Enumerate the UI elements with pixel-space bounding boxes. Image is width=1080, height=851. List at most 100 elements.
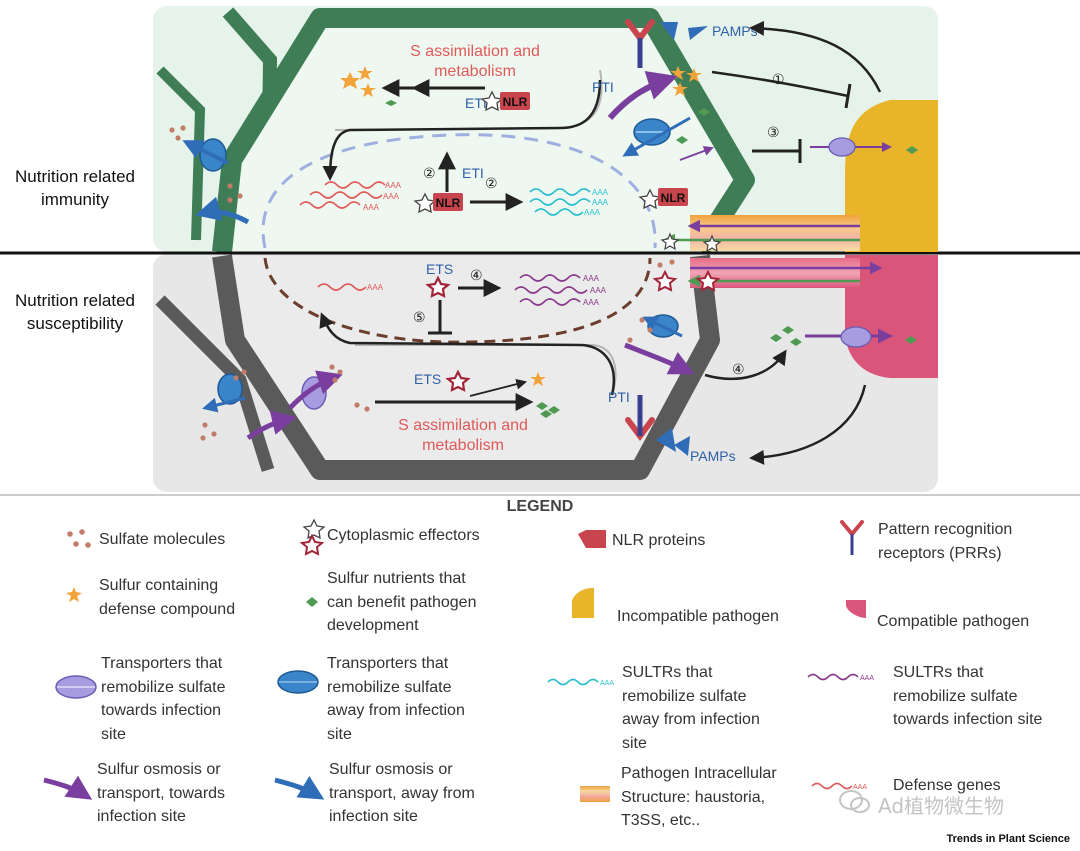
side-label-susceptibility: Nutrition related susceptibility	[14, 291, 135, 333]
cytoplasmic-effector-star-top	[480, 90, 504, 112]
defense-compound-cluster-top-left	[340, 66, 376, 97]
pamps-arrow-bottom	[749, 384, 867, 465]
pamps-label-top: PAMPs	[712, 23, 758, 39]
pti-label-top: PTI	[592, 79, 614, 95]
aaa-defense-top-2: AAA	[383, 192, 400, 201]
legend-text-cytoplasmic: Cytoplasmic effectors	[327, 527, 480, 544]
osmosis-towards-arrow-top	[607, 70, 678, 120]
aaa-sultr-bottom-1: AAA	[583, 274, 600, 283]
legend-text-transport-towards: Transporters that remobilize sulfate tow…	[101, 655, 226, 743]
cell-wall-bottom	[212, 254, 720, 480]
cytoplasmic-effector-red-center	[425, 275, 451, 298]
legend-icon-osmosis-towards	[43, 775, 93, 800]
nucleus-bottom-dashed	[263, 257, 652, 344]
legend-text-sulfate: Sulfate molecules	[99, 531, 226, 548]
nutrient-top-right-1	[698, 108, 710, 116]
cytoplasmic-effector-structure-2	[702, 234, 722, 253]
sulfate-molecules-top-left	[169, 125, 243, 203]
pti-label-bottom: PTI	[608, 389, 630, 405]
ets-label-center: ETS	[426, 261, 453, 277]
legend-icon-defense-genes: AAA	[811, 782, 867, 791]
sulfate-bottom-left	[200, 364, 343, 441]
legend-text-osmosis-away: Sulfur osmosis or transport, away from i…	[329, 761, 475, 825]
aaa-defense-top-1: AAA	[385, 181, 402, 190]
legend-title: LEGEND	[506, 498, 574, 515]
nutrients-bottom-center	[536, 402, 560, 418]
aaa-sultr-bottom-2: AAA	[590, 286, 607, 295]
step-5: ⑤	[413, 310, 426, 326]
watermark-text: Ad植物微生物	[878, 794, 1005, 818]
nlr-protein-center	[433, 193, 463, 211]
legend-icon-transport-towards	[55, 675, 97, 699]
nutrient-top-left	[385, 100, 397, 106]
inhibit-line-step1	[711, 70, 849, 98]
pamps-arrow-top	[749, 20, 882, 93]
sulfate-bottom-right	[627, 259, 675, 343]
aaa-defense-top-3: AAA	[363, 203, 380, 212]
intracellular-structure-bottom	[690, 258, 860, 288]
cytoplasmic-effector-red-bottom	[445, 369, 471, 392]
step-4-right: ④	[732, 362, 745, 378]
pamps-label-bottom: PAMPs	[690, 448, 736, 464]
left-cell-top-wall-inner	[156, 66, 206, 241]
step-3: ③	[767, 125, 780, 141]
legend-text-defense-compound: Sulfur containing defense compound	[99, 577, 236, 618]
legend-icon-transport-away	[277, 670, 319, 694]
aaa-sultr-top-3: AAA	[584, 208, 601, 217]
defense-compound-cluster-top-right	[670, 66, 702, 96]
prr-receptor-bottom	[625, 395, 655, 441]
cytoplasmic-effector-star-right	[638, 188, 662, 210]
eti-label-top: ETI	[465, 95, 487, 111]
pamp-top-1	[660, 22, 678, 40]
svg-text:AAA: AAA	[860, 675, 874, 682]
step-1: ①	[772, 72, 785, 88]
legend-text-sultr-towards: SULTRs that remobilize sulfate towards i…	[893, 664, 1043, 728]
nlr-protein-right	[658, 188, 688, 206]
transporter-arrow-top-left	[182, 140, 229, 165]
legend-text-defense-genes: Defense genes	[893, 777, 1001, 794]
legend-text-transport-away: Transporters that remobilize sulfate awa…	[327, 655, 465, 743]
pamp-bottom-2	[674, 436, 690, 456]
nlr-label-top: NLR	[503, 95, 528, 109]
bottom-pathway-branch	[469, 378, 528, 397]
legend-text-sultr-away: SULTRs that remobilize sulfate away from…	[622, 664, 760, 752]
transporter-arrow-bottom-left	[202, 396, 246, 413]
side-label-immunity: Nutrition related immunity	[14, 167, 135, 209]
aaa-sultr-top-2: AAA	[592, 198, 609, 207]
sulfate-bottom-center	[354, 402, 370, 412]
eti-label-center: ETI	[462, 165, 484, 181]
transporter-arrow-bottom-right	[642, 316, 683, 338]
legend-icon-cytoplasmic-effectors	[299, 518, 326, 556]
legend-icon-nutrients	[306, 597, 318, 607]
nutrient-top-right-2	[676, 136, 688, 144]
nutrient-pathogen-top	[906, 146, 918, 154]
transporter-towards-pathogen-bottom	[840, 326, 872, 348]
legend-text-osmosis-towards: Sulfur osmosis or transport, towards inf…	[97, 761, 226, 825]
legend-icon-nlr	[578, 530, 606, 548]
legend-text-intracellular: Pathogen Intracellular Structure: hausto…	[621, 765, 777, 829]
legend-icon-sultr-away: AAA	[547, 678, 614, 687]
pti-to-nucleus-arrow	[322, 79, 602, 181]
legend-text-compatible: Compatible pathogen	[877, 613, 1030, 630]
legend-text-nutrients: Sulfur nutrients that can benefit pathog…	[327, 570, 477, 634]
nutrients-bottom-right	[770, 326, 802, 346]
cytoplasmic-effector-star-center	[413, 192, 437, 214]
legend-text-prr: Pattern recognition receptors (PRRs)	[878, 521, 1013, 562]
cytoplasmic-effector-red-right-2	[695, 269, 721, 292]
legend-icon-sultr-towards: AAA	[807, 673, 874, 682]
nutrient-pathogen-bottom	[905, 336, 917, 344]
step-2-right: ②	[485, 176, 498, 192]
legend-text-nlr: NLR proteins	[612, 532, 706, 549]
pamp-top-2	[688, 26, 708, 40]
legend-text-incompatible: Incompatible pathogen	[617, 608, 779, 625]
defense-genes-bottom	[317, 283, 367, 291]
pti-to-nucleus-arrow-bottom	[319, 312, 615, 396]
sultr-towards-bottom	[514, 274, 588, 306]
osmosis-away-arrow-top-left	[195, 196, 250, 225]
legend-icon-intracellular-structure	[580, 786, 610, 802]
source-credit: Trends in Plant Science	[946, 833, 1071, 845]
nlr-protein-top	[500, 92, 530, 110]
